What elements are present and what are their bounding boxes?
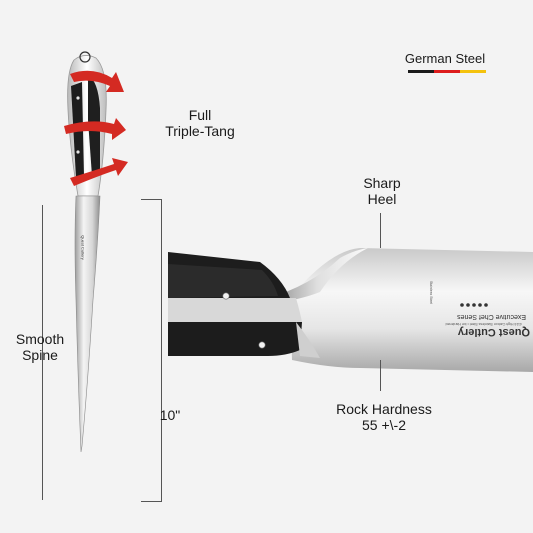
heel-label-line1: Sharp	[363, 175, 401, 191]
spine-label: Smooth Spine	[8, 331, 72, 363]
flag-stripe-gold	[460, 70, 486, 73]
closeup-heel	[268, 248, 368, 304]
hardness-label-line1: Rock Hardness	[336, 401, 432, 417]
closeup-bolster	[168, 298, 302, 322]
blade-star-marks	[460, 303, 488, 307]
hardness-label-line2: 55 +\-2	[362, 417, 406, 433]
tang-label: Full Triple-Tang	[150, 107, 250, 139]
red-arrow-icon	[70, 158, 128, 186]
blade-brand-etch: Quest Cutlery	[457, 326, 530, 338]
tang-label-line2: Triple-Tang	[165, 123, 235, 139]
handle-rivet	[76, 96, 80, 100]
knife-blade	[74, 195, 101, 453]
tang-label-line1: Full	[188, 107, 212, 123]
spine-guide-line	[42, 205, 43, 500]
blade-model-etch: Stainless Steel	[429, 281, 433, 305]
hardness-label: Rock Hardness 55 +\-2	[324, 401, 444, 433]
closeup-handle-lower	[168, 322, 302, 356]
heel-label-line2: Heel	[367, 191, 397, 207]
heel-label: Sharp Heel	[352, 175, 412, 207]
length-label: 10"	[159, 407, 181, 423]
blade-series-etch: Executive Chef Series	[457, 313, 526, 320]
closeup-rivet	[222, 292, 230, 300]
heel-guide-line	[380, 213, 381, 248]
length-guide-top-tick	[141, 199, 162, 200]
handle-end-ring	[79, 51, 91, 63]
flag-stripe-black	[408, 70, 434, 73]
hardness-guide-line	[380, 360, 381, 391]
handle-rivet	[76, 150, 80, 154]
closeup-bolster-lower	[296, 322, 320, 358]
length-guide-bottom-tick	[141, 501, 162, 502]
german-steel-label: German Steel	[404, 51, 486, 66]
closeup-blade	[290, 248, 533, 372]
red-arrow-icon	[70, 70, 124, 92]
closeup-rivet	[258, 341, 266, 349]
spine-label-line1: Smooth	[15, 331, 65, 347]
red-arrow-icon	[64, 118, 126, 140]
closeup-handle-liner	[168, 264, 278, 298]
length-guide-line	[161, 199, 162, 502]
flag-stripe-red	[434, 70, 460, 73]
spine-label-line2: Spine	[22, 347, 58, 363]
tang-rotation-arrows	[64, 70, 128, 186]
